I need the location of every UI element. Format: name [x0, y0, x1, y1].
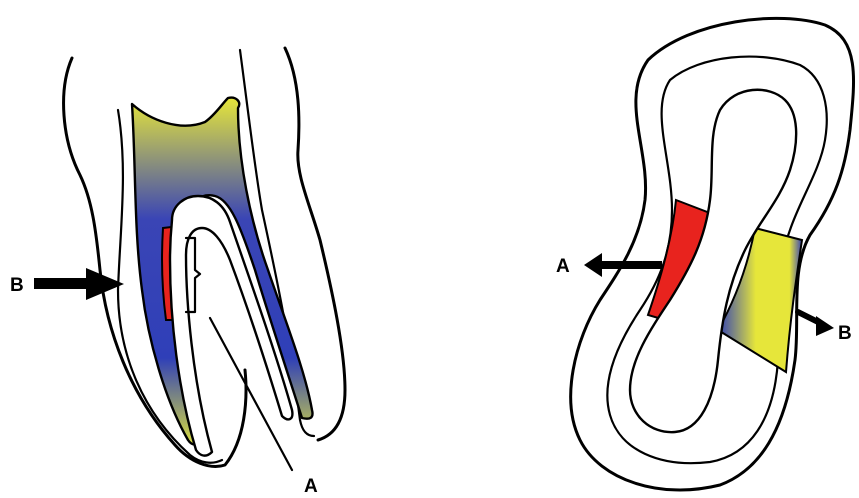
label-b-right: B — [838, 323, 852, 344]
tooth-cross-section-view — [571, 18, 854, 490]
label-a-left: A — [304, 476, 318, 497]
arrow-b-left — [34, 268, 124, 300]
arrow-a-right — [584, 253, 662, 277]
tooth-longitudinal-view — [34, 48, 345, 470]
label-b-left: B — [10, 275, 24, 296]
arrow-b-right — [798, 312, 834, 336]
label-a-right: A — [556, 256, 570, 277]
